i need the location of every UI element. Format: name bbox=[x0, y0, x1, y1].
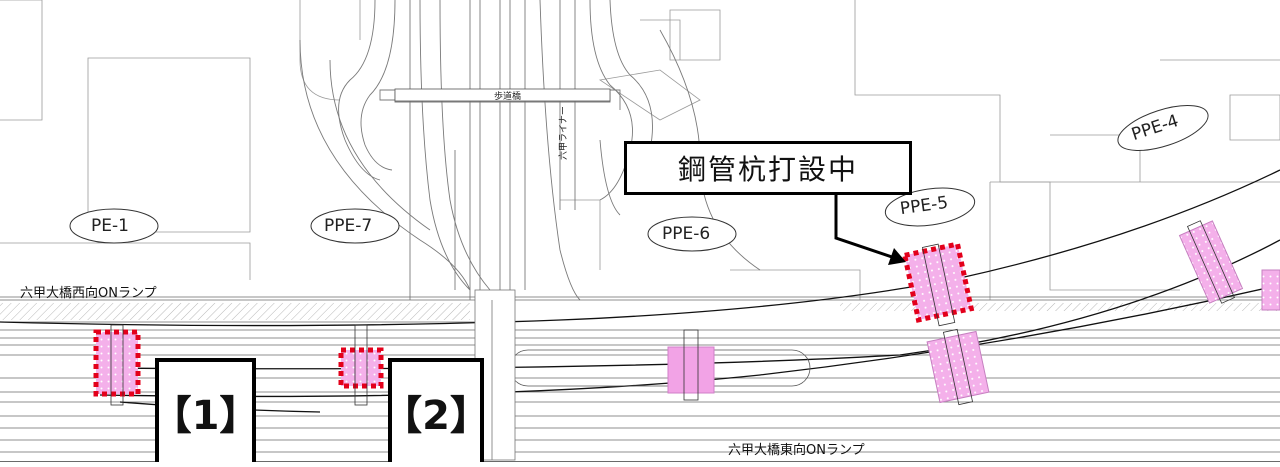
pier-foundation-pe1 bbox=[93, 324, 141, 406]
pier-foundation-ppe4 bbox=[1178, 220, 1244, 304]
ramp-label-east: 六甲大橋東向ONランプ bbox=[728, 443, 865, 458]
pier-label-ellipses bbox=[69, 105, 1209, 252]
pier-label-ppe7: PPE-7 bbox=[324, 216, 373, 236]
pier-label-pe1: PE-1 bbox=[91, 216, 129, 236]
pier-foundation-ppe5 bbox=[901, 241, 975, 327]
hatched-band bbox=[0, 303, 470, 320]
ramp-label-west: 六甲大橋西向ONランプ bbox=[20, 286, 157, 301]
footbridge-label: 歩道橋 bbox=[494, 92, 522, 102]
section-label-1: 【1】 bbox=[152, 358, 259, 462]
pier-foundation-edge bbox=[1261, 269, 1280, 311]
interchange-roads bbox=[299, 0, 761, 301]
callout-box: 鋼管杭打設中 bbox=[624, 141, 912, 195]
liner-label: 六甲ライナー bbox=[559, 106, 569, 160]
section-label-2: 【2】 bbox=[382, 358, 490, 462]
callout-text: 鋼管杭打設中 bbox=[677, 153, 858, 186]
pier-foundation-ppe7 bbox=[338, 324, 384, 406]
pier-foundation-ppe6 bbox=[667, 329, 715, 401]
pier-foundation-ppe5-lower bbox=[926, 328, 990, 406]
hatched-band-east bbox=[840, 303, 1280, 311]
footbridge bbox=[394, 88, 611, 102]
callout-arrow bbox=[834, 193, 906, 265]
pier-label-ppe6: PPE-6 bbox=[662, 224, 711, 244]
